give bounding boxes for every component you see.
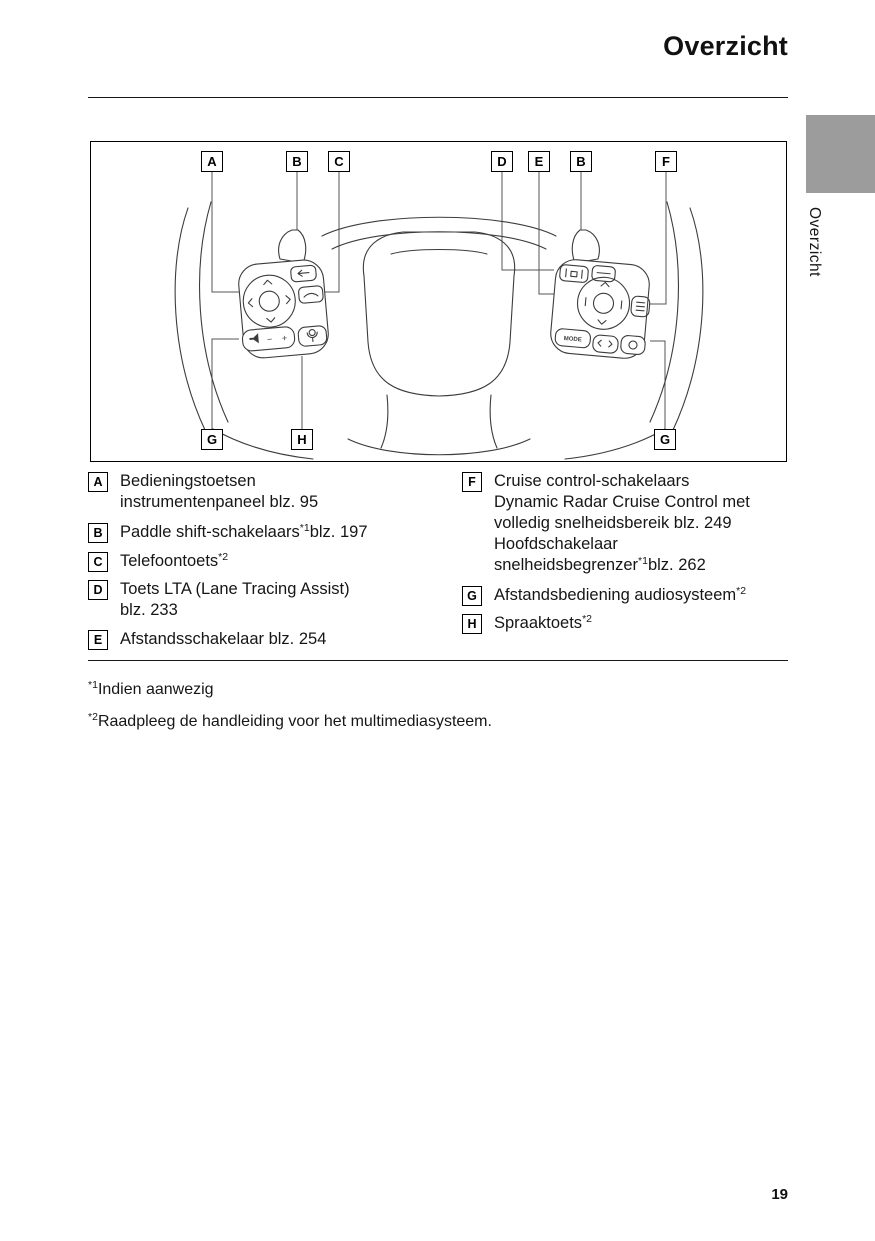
phone-button xyxy=(298,285,324,304)
page-number: 19 xyxy=(771,1186,788,1203)
callout-e: E xyxy=(528,151,550,172)
legend-key-f: F xyxy=(462,472,482,492)
left-control-pod: − + xyxy=(238,259,329,359)
volume-minus-label: − xyxy=(267,334,273,344)
callout-b-left: B xyxy=(286,151,308,172)
legend-item-a: A Bedieningstoetsen instrumentenpaneel b… xyxy=(88,471,318,513)
legend-key-h: H xyxy=(462,614,482,634)
title-divider xyxy=(88,97,788,98)
distance-icon xyxy=(596,272,611,275)
legend-text-c: Telefoontoets*2 xyxy=(120,551,229,570)
back-arrow-icon xyxy=(297,269,310,277)
legend-key-a: A xyxy=(88,472,108,492)
steering-wheel-outline xyxy=(174,201,704,460)
volume-rocker xyxy=(241,326,296,352)
distance-button xyxy=(591,265,616,283)
side-button xyxy=(630,295,651,318)
right-control-pod: MODE xyxy=(550,259,651,359)
callout-d: D xyxy=(491,151,513,172)
legend-key-e: E xyxy=(88,630,108,650)
paddle-shifters xyxy=(278,229,600,264)
cruise-pad-ring xyxy=(576,276,631,330)
callout-leader-lines xyxy=(211,172,667,429)
cruise-center-button xyxy=(592,292,615,314)
steering-wheel-diagram: − + MODE xyxy=(90,141,787,462)
lta-button xyxy=(559,264,589,283)
legend-item-e: E Afstandsschakelaar blz. 254 xyxy=(88,629,326,650)
dpad-ring xyxy=(242,274,296,328)
legend-key-d: D xyxy=(88,580,108,600)
legend-divider xyxy=(88,660,788,661)
track-chevrons-icon xyxy=(597,339,613,348)
page-title: Overzicht xyxy=(663,31,788,61)
chevron-right-icon xyxy=(285,295,291,305)
speaker-icon xyxy=(249,333,259,344)
footnote-2: *2Raadpleeg de handleiding voor het mult… xyxy=(88,711,492,730)
back-button xyxy=(290,264,317,283)
legend-text-h: Spraaktoets*2 xyxy=(494,613,592,632)
legend-key-g: G xyxy=(462,586,482,606)
legend-text-e: Afstandsschakelaar blz. 254 xyxy=(120,630,327,648)
legend-item-d: D Toets LTA (Lane Tracing Assist) blz. 2… xyxy=(88,579,350,621)
footnote-1: *1Indien aanwezig xyxy=(88,679,214,698)
legend-text-f: Cruise control-schakelaars Dynamic Radar… xyxy=(494,472,750,574)
legend-key-c: C xyxy=(88,552,108,572)
legend-text-g: Afstandsbediening audiosysteem*2 xyxy=(494,585,747,604)
callout-a: A xyxy=(201,151,223,172)
lane-tracing-icon xyxy=(565,268,583,279)
cruise-direction-marks xyxy=(584,281,623,325)
legend-item-c: C Telefoontoets*2 xyxy=(88,551,228,572)
chevron-left-icon xyxy=(247,298,254,308)
steering-wheel-illustration: − + MODE xyxy=(174,172,704,460)
source-icon xyxy=(628,340,638,350)
legend-item-h: H Spraaktoets*2 xyxy=(462,613,592,634)
dpad-center-button xyxy=(258,290,280,312)
callout-g-right: G xyxy=(654,429,676,450)
callout-f: F xyxy=(655,151,677,172)
legend-text-b: Paddle shift-schakelaars*1blz. 197 xyxy=(120,522,368,541)
legend-item-g: G Afstandsbediening audiosysteem*2 xyxy=(462,585,746,606)
chapter-tab xyxy=(806,115,875,193)
microphone-icon xyxy=(308,328,316,337)
callout-b-right: B xyxy=(570,151,592,172)
legend-key-b: B xyxy=(88,523,108,543)
callout-c: C xyxy=(328,151,350,172)
chapter-side-label: Overzicht xyxy=(806,207,823,277)
legend-item-b: B Paddle shift-schakelaars*1blz. 197 xyxy=(88,522,368,543)
volume-plus-label: + xyxy=(281,333,287,343)
legend-text-d: Toets LTA (Lane Tracing Assist) blz. 233 xyxy=(120,580,350,619)
source-button xyxy=(620,335,646,355)
callout-g-left: G xyxy=(201,429,223,450)
mode-button-label: MODE xyxy=(563,336,581,344)
legend-text-a: Bedieningstoetsen instrumentenpaneel blz… xyxy=(120,472,319,511)
menu-icon xyxy=(635,301,646,312)
legend-item-f: F Cruise control-schakelaars Dynamic Rad… xyxy=(462,471,750,576)
callout-h: H xyxy=(291,429,313,450)
mode-button xyxy=(554,328,591,349)
chevron-down-icon xyxy=(266,317,276,323)
chevron-up-icon xyxy=(263,279,273,286)
microphone-icon-stand xyxy=(306,331,318,343)
phone-handset-icon xyxy=(303,292,319,298)
track-button xyxy=(592,334,619,354)
